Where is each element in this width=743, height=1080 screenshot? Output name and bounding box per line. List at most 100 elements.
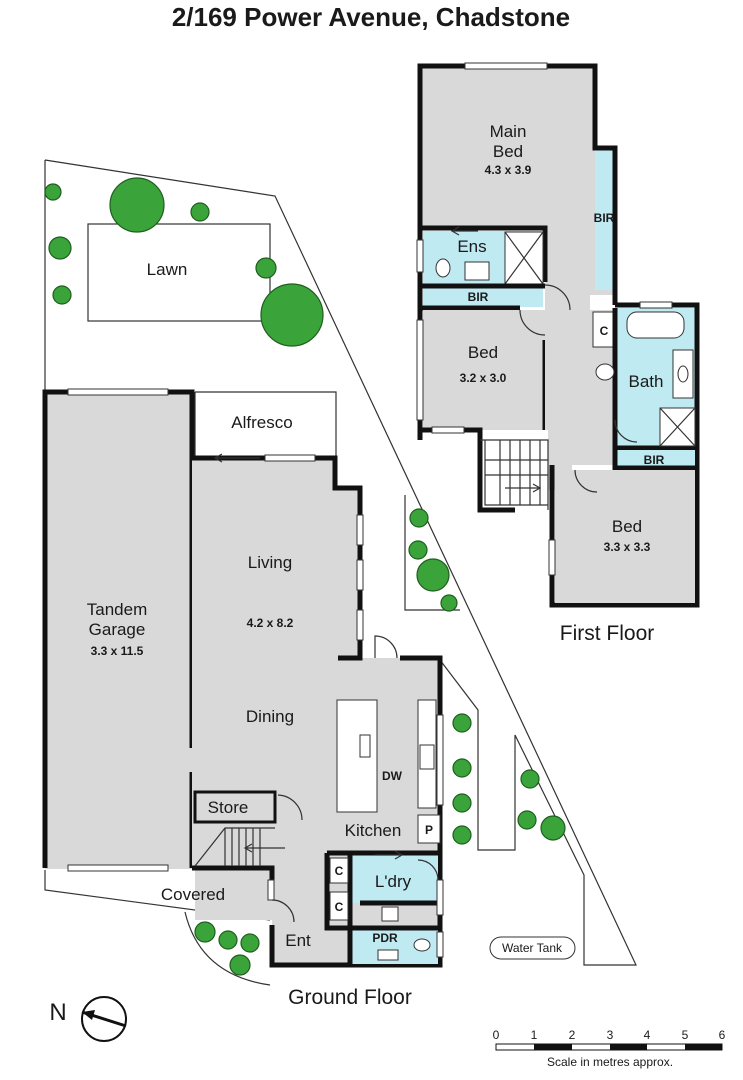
bed2-window-bottom — [431, 426, 465, 434]
ent-label: Ent — [285, 931, 311, 950]
entry-window — [267, 879, 275, 901]
main-bed-window — [464, 62, 548, 70]
main-bed-area — [420, 66, 615, 310]
ens-bir-area — [423, 287, 543, 307]
ground-living-area — [192, 458, 440, 965]
pdr-window — [436, 931, 444, 958]
closet1-label: C — [335, 864, 344, 878]
water-tank — [489, 936, 576, 960]
bed2-window — [416, 319, 424, 421]
laundry-door-swing — [417, 859, 439, 881]
main-bed-dims: 4.3 x 3.9 — [485, 163, 532, 177]
scale-tick-6: 6 — [719, 1028, 726, 1042]
dw-label: DW — [382, 769, 403, 783]
closet1 — [329, 857, 349, 884]
store-door-swing — [277, 794, 303, 821]
garage-dims: 3.3 x 11.5 — [91, 644, 144, 658]
pdr-basin — [377, 949, 399, 961]
north-compass: N — [49, 996, 127, 1042]
scale-tick-4: 4 — [644, 1028, 651, 1042]
kitchen-label: Kitchen — [345, 821, 402, 840]
garage-label-line2: Garage — [89, 620, 146, 639]
dining-door-swing — [374, 635, 398, 659]
bath-basin — [677, 365, 689, 383]
store-area — [193, 790, 277, 824]
scale-caption: Scale in metres approx. — [547, 1055, 673, 1069]
laundry-area — [350, 853, 438, 903]
vegetation — [44, 177, 566, 976]
tree-large-1 — [109, 177, 165, 233]
compass-needle-head — [82, 1010, 95, 1020]
shrub — [240, 933, 260, 953]
ens-shower-cross — [504, 231, 544, 285]
scale-seg-5 — [685, 1044, 722, 1050]
tree-large-2 — [260, 283, 324, 347]
main-bir-label: BIR — [594, 211, 615, 225]
bed3-bir-walls — [612, 450, 697, 471]
ens-toilet — [435, 258, 451, 278]
north-label: N — [49, 999, 66, 1026]
bed2-door-swing — [519, 309, 546, 336]
covered-arc — [184, 911, 271, 986]
ground-floor-label: Ground Floor — [288, 986, 412, 1009]
living-label: Living — [248, 553, 292, 572]
cooktop — [419, 744, 435, 770]
bathtub — [626, 311, 685, 339]
first-stairs-arrow — [505, 483, 542, 493]
scale-tick-3: 3 — [607, 1028, 614, 1042]
laundry-walls — [324, 850, 440, 965]
garage-label-line1: Tandem — [87, 600, 147, 619]
closet2-label: C — [335, 900, 344, 914]
bed3-bir-label: BIR — [644, 453, 665, 467]
covered-label: Covered — [161, 885, 225, 904]
tree-medium — [416, 558, 450, 592]
ground-floor: Lawn Alfresco Tandem Garage 3.3 x 11.5 L… — [42, 159, 637, 1009]
site-boundary — [44, 159, 637, 966]
lawn-area — [87, 223, 271, 322]
bath-shower-cross — [659, 407, 696, 447]
main-bed-label-line2: Bed — [493, 142, 523, 161]
bed3-area — [555, 470, 695, 603]
shrub — [452, 758, 472, 778]
shrub — [540, 815, 566, 841]
ens-arrow — [450, 226, 478, 236]
store-label: Store — [208, 798, 249, 817]
main-bed-walls — [417, 63, 618, 440]
first-floor: Main Bed 4.3 x 3.9 BIR Ens BIR Bed 3.2 x… — [416, 62, 700, 645]
shrub — [452, 793, 472, 813]
shrub — [452, 713, 472, 733]
lawn-label: Lawn — [147, 260, 188, 279]
shrub — [440, 594, 458, 612]
ens-bir-label: BIR — [468, 290, 489, 304]
shrub — [409, 508, 429, 528]
bed3-label: Bed — [612, 517, 642, 536]
shrub — [255, 257, 277, 279]
main-bed-label-line1: Main — [490, 122, 527, 141]
water-tank-label: Water Tank — [502, 941, 563, 955]
pdr-toilet — [413, 938, 431, 952]
shrub — [520, 769, 540, 789]
shrub — [218, 930, 238, 950]
entry-door-swing — [271, 899, 295, 923]
alfresco-slider — [264, 454, 316, 462]
living-dims: 4.2 x 8.2 — [247, 616, 294, 630]
shrub — [517, 810, 537, 830]
bed-strip-left — [404, 495, 460, 611]
shrub — [229, 954, 251, 976]
shrub — [452, 825, 472, 845]
garage-door-bottom — [67, 864, 169, 872]
hall-area — [545, 310, 615, 490]
pantry — [417, 814, 441, 844]
scale-seg-3 — [610, 1044, 647, 1050]
ens-window — [416, 239, 424, 273]
scale-tick-0: 0 — [493, 1028, 500, 1042]
alfresco-arrow — [213, 453, 260, 463]
bed2-area — [423, 310, 545, 430]
living-window-2 — [356, 559, 364, 591]
stairs-arrow — [243, 843, 285, 853]
scale-tick-2: 2 — [569, 1028, 576, 1042]
laundry-arrow — [375, 850, 404, 860]
bed3-window — [548, 539, 556, 576]
first-stairs — [480, 439, 549, 510]
